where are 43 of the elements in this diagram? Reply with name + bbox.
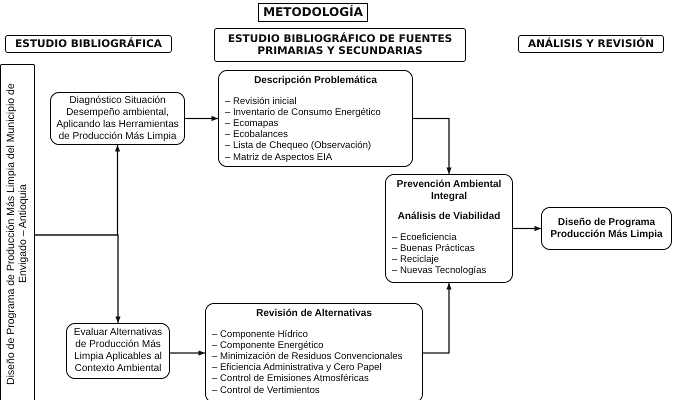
arrow [170,350,205,356]
arrow [35,234,121,323]
list-item: – Buenas Prácticas [392,242,476,254]
list-item: – Matriz de Aspectos EIA [225,152,334,163]
vertical-title: Diseño de Programa de Producción Más Limpia del Municipio de Envigado – Antioquia [5,82,30,387]
list-item: – Ecobalances [225,129,289,140]
list-item: – Revisión inicial [225,96,298,107]
section-heading: ESTUDIO BIBLIOGRÁFICO DE FUENTES PRIMARIAS Y SECUNDARIAS [226,32,454,58]
section-header [5,35,172,53]
section-heading: ESTUDIO BIBLIOGRÁFICA [15,38,162,50]
list-item: – Componente Hídrico [212,328,309,340]
list-item: – Minimización de Residuos Convencionales [212,350,404,362]
list-item: – Eficiencia Administrativa y Cero Papel [212,362,383,374]
list-item: – Componente Energético [212,340,324,351]
section-heading: ANÁLISIS Y REVISIÓN [528,38,654,50]
box-heading: Diseño de Programa Producción Más Limpia [549,217,664,240]
list-item: – Control de Vertimientos [212,384,321,396]
list-item: – Inventario de Consumo Energético [225,106,382,118]
process-box [205,303,423,400]
box-heading: Análisis de Viabilidad [396,211,502,222]
list-item: – Nuevas Tecnologías [392,265,488,276]
box-heading: Revisión de Alternativas [255,308,373,320]
arrow [185,116,218,122]
list-item: – Ecoeficiencia [392,232,458,243]
list-item: – Control de Emisiones Atmosféricas [212,373,370,385]
box-text: Evaluar Alternativas de Producción Más Limpia Aplicables al Contexto Ambiental [72,327,164,375]
arrow [513,226,541,232]
process-box [541,207,672,250]
box-heading: Descripción Problemática [253,75,378,86]
list-item: – Reciclaje [392,254,440,266]
section-header [518,35,664,53]
list-item: – Lista de Chequeo (Observación) [225,140,372,152]
box-text: Diagnóstico Situación Desempeño ambiental, Aplicando las Herramientas de Producción Más Limpia [55,94,180,142]
vertical-title-box [0,64,35,400]
process-box [385,174,513,283]
diagram-title: METODOLOGÍA [258,3,368,22]
list-item: – Ecomapas [225,118,280,130]
section-header [214,28,466,62]
arrow [423,283,452,354]
box-heading: Prevención Ambiental Integral [396,179,502,202]
arrow [413,118,452,174]
process-box [218,70,413,167]
process-box [66,323,170,379]
